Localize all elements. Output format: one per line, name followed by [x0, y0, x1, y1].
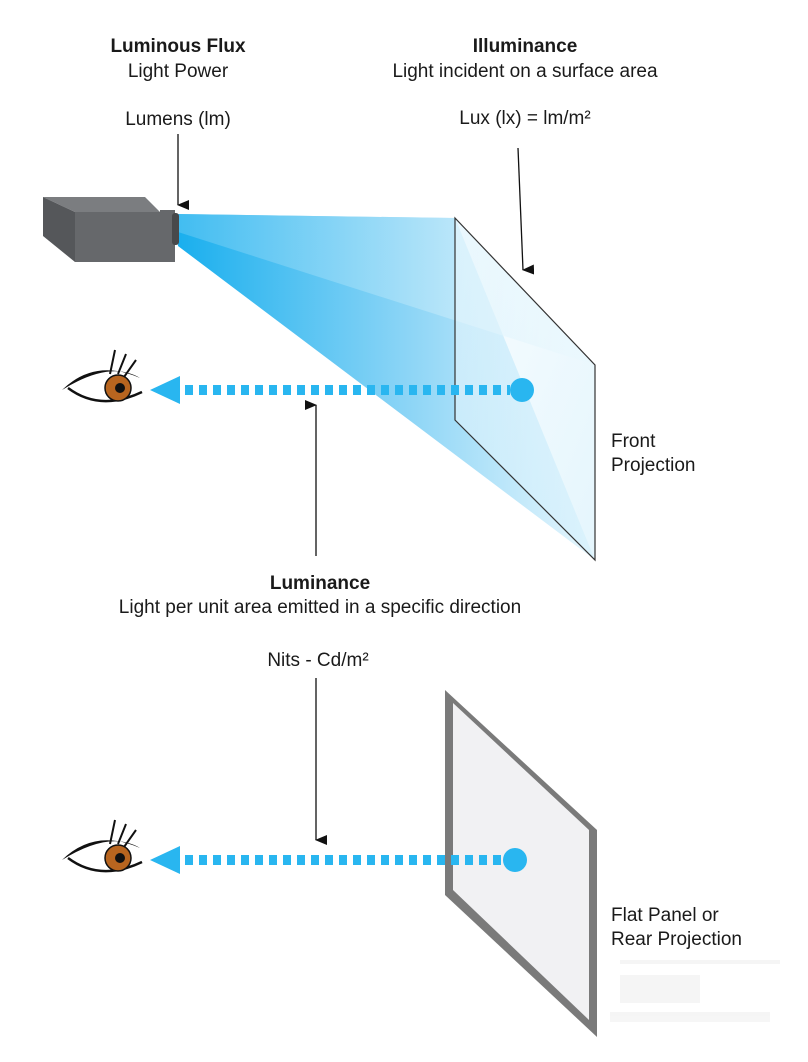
emission-point-panel	[503, 848, 527, 872]
luminous-flux-subtitle: Light Power	[128, 61, 229, 82]
illuminance-subtitle: Light incident on a surface area	[392, 61, 658, 82]
luminous-flux-unit: Lumens (lm)	[125, 109, 231, 130]
luminance-subtitle: Light per unit area emitted in a specifi…	[119, 597, 521, 618]
flat-panel-label-line2: Rear Projection	[611, 929, 742, 950]
lux-arrow	[517, 147, 535, 275]
watermark-logo	[610, 960, 780, 1022]
ray-arrowhead-front	[150, 376, 180, 404]
luminance-unit: Nits - Cd/m²	[267, 650, 368, 671]
ray-arrowhead-panel	[150, 846, 180, 874]
front-projection-label-line2: Projection	[611, 455, 696, 476]
projector-icon	[43, 197, 179, 262]
eye-icon	[62, 349, 143, 403]
luminous-flux-title: Luminous Flux	[110, 36, 246, 57]
illuminance-label: Illuminance Light incident on a surface …	[392, 36, 658, 129]
illuminance-title: Illuminance	[473, 36, 578, 57]
flat-panel-label-line1: Flat Panel or	[611, 905, 719, 926]
front-projection-label-line1: Front	[611, 431, 656, 452]
luminance-title: Luminance	[270, 573, 370, 594]
illuminance-unit: Lux (lx) = lm/m²	[459, 108, 590, 129]
luminous-flux-label: Luminous Flux Light Power Lumens (lm)	[110, 36, 246, 130]
eye-icon	[62, 819, 143, 873]
emission-point-front	[510, 378, 534, 402]
